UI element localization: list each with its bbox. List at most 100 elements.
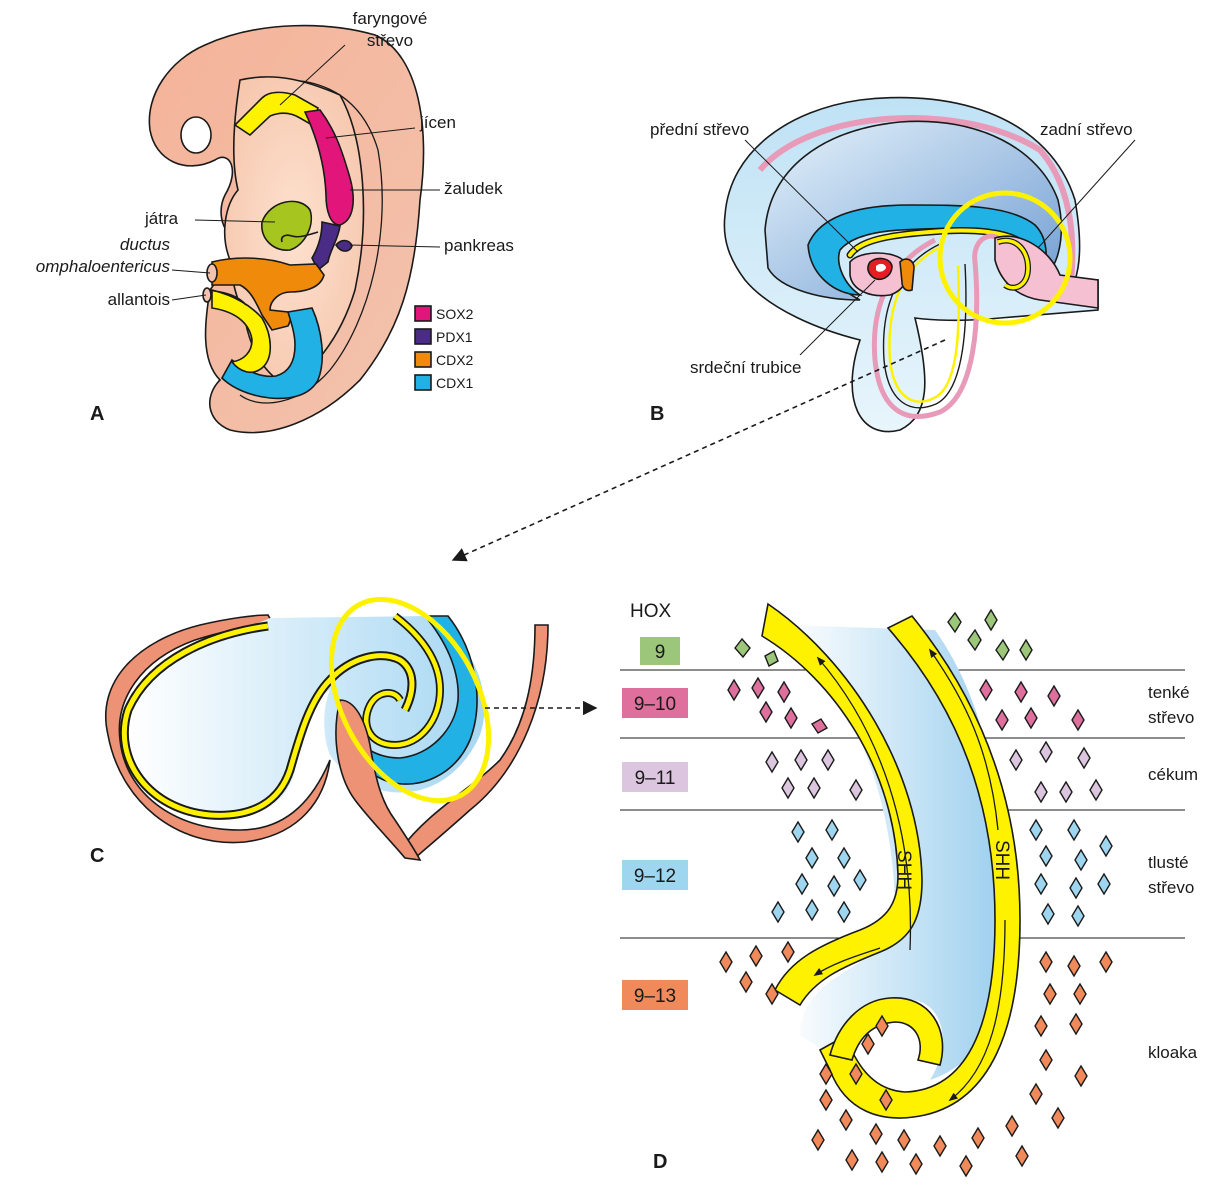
cell-orange: [910, 1154, 922, 1174]
label-foregut: přední střevo: [650, 120, 749, 139]
hox-code-9-13: 9–13: [634, 986, 676, 1007]
legend: SOX2 PDX1 CDX2 CDX1: [415, 306, 474, 391]
label-heart-tube: srdeční trubice: [690, 358, 802, 377]
legend-swatch-cdx2: [415, 352, 431, 367]
label-hindgut: zadní střevo: [1040, 120, 1133, 139]
cell-lilac: [1090, 780, 1102, 800]
cell-orange: [1070, 1014, 1082, 1034]
cell-orange: [1035, 1016, 1047, 1036]
cell-lilac: [1060, 782, 1072, 802]
cell-blue: [1035, 874, 1047, 894]
cell-orange: [1075, 1066, 1087, 1086]
cell-green: [985, 610, 997, 630]
region-cecum: cékum: [1148, 765, 1198, 784]
cell-orange: [972, 1128, 984, 1148]
cell-blue: [838, 902, 850, 922]
cell-orange: [1006, 1116, 1018, 1136]
cell-blue: [772, 902, 784, 922]
legend-item-sox2: SOX2: [415, 306, 474, 322]
hox-code-9: 9: [655, 642, 666, 663]
cell-pink: [760, 702, 772, 722]
cell-blue: [1070, 878, 1082, 898]
label-esophagus: jícen: [419, 113, 456, 132]
legend-item-cdx2: CDX2: [415, 352, 474, 368]
cell-blue: [792, 822, 804, 842]
legend-label-cdx1: CDX1: [436, 375, 474, 391]
cell-lilac: [1010, 750, 1022, 770]
hox-code-9-11: 9–11: [635, 768, 676, 789]
region-small-intestine-line1: tenké: [1148, 683, 1190, 702]
cell-pink: [785, 708, 797, 728]
cell-lilac: [795, 750, 807, 770]
label-liver: játra: [144, 209, 179, 228]
label-vitelline-duct-line2: omphaloentericus: [36, 257, 171, 276]
cell-blue: [796, 874, 808, 894]
cell-pink: [752, 678, 764, 698]
region-large-intestine-line1: tlusté: [1148, 853, 1189, 872]
label-pharyngeal-gut-line1: faryngové: [353, 9, 428, 28]
cell-pink: [1072, 710, 1084, 730]
panel-c: C: [90, 573, 596, 867]
panel-b: přední střevo zadní střevo srdeční trubi…: [650, 98, 1135, 432]
panel-letter-b: B: [650, 403, 664, 425]
cell-green: [1020, 640, 1032, 660]
cell-orange: [1016, 1146, 1028, 1166]
cell-orange: [1030, 1084, 1042, 1104]
label-allantois: allantois: [108, 290, 170, 309]
shh-label-left: SHH: [893, 850, 914, 890]
legend-item-pdx1: PDX1: [415, 329, 473, 345]
cell-blue: [854, 870, 866, 890]
cell-green: [948, 613, 961, 632]
hox-code-9-12: 9–12: [634, 866, 676, 887]
panel-d: HOX 9 9–10 tenké střevo 9–11 cékum 9–12 …: [620, 601, 1198, 1176]
cell-orange: [898, 1130, 910, 1150]
panel-letter-a: A: [90, 403, 104, 425]
cell-orange: [1068, 956, 1080, 976]
region-cloaca: kloaka: [1148, 1043, 1198, 1062]
panel-letter-c: C: [90, 845, 104, 867]
cell-orange: [960, 1156, 972, 1176]
cell-orange: [846, 1150, 858, 1170]
cell-blue: [1075, 850, 1087, 870]
cell-pink: [996, 710, 1008, 730]
cell-blue: [1072, 906, 1084, 926]
cell-pink: [1025, 708, 1037, 728]
label-pharyngeal-gut-line2: střevo: [367, 31, 413, 50]
cell-orange: [1052, 1108, 1064, 1128]
cell-lilac: [1035, 782, 1047, 802]
cell-pink: [980, 680, 992, 700]
cell-green: [996, 640, 1009, 660]
cell-lilac: [850, 780, 862, 800]
cell-blue: [806, 900, 818, 920]
cell-pink: [1015, 682, 1027, 702]
legend-swatch-cdx1: [415, 375, 431, 390]
cell-orange: [1040, 1050, 1052, 1070]
cell-orange: [820, 1090, 832, 1110]
cell-orange: [782, 942, 794, 962]
hox-code-9-10: 9–10: [634, 694, 676, 715]
legend-swatch-sox2: [415, 306, 431, 321]
cell-blue: [1068, 820, 1080, 840]
cell-orange: [840, 1110, 852, 1130]
cell-orange: [1044, 984, 1056, 1004]
cell-blue: [826, 820, 838, 840]
cell-lilac: [1078, 748, 1090, 768]
cell-pink: [812, 719, 827, 733]
cell-blue: [1040, 846, 1052, 866]
cell-blue: [1030, 820, 1042, 840]
cell-orange: [812, 1130, 824, 1150]
panel-a: faryngové střevo jícen žaludek játra pan…: [36, 9, 514, 433]
cell-pink: [1048, 686, 1060, 706]
hox-row-9: 9: [640, 637, 680, 665]
label-vitelline-duct-line1: ductus: [120, 235, 171, 254]
cell-green: [735, 639, 750, 657]
cell-blue: [1042, 904, 1054, 924]
cell-orange: [750, 946, 762, 966]
cell-blue: [828, 876, 840, 896]
hox-row-9-13: 9–13: [622, 980, 688, 1010]
cell-blue: [806, 848, 818, 868]
legend-item-cdx1: CDX1: [415, 375, 474, 391]
shh-label-right: SHH: [991, 840, 1012, 880]
label-pancreas: pankreas: [444, 236, 514, 255]
